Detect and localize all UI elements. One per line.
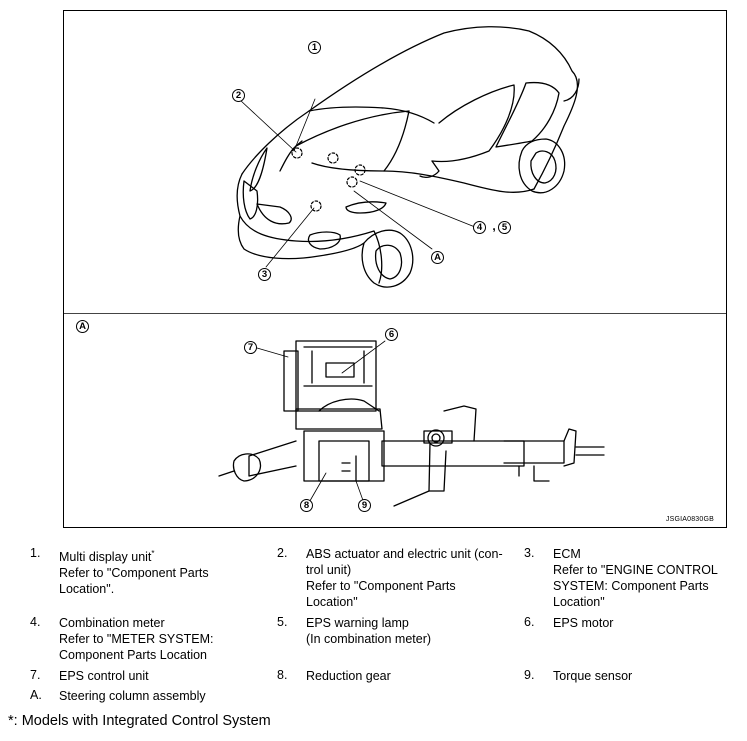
callout-comma: , <box>492 219 496 233</box>
callout-4: 4 <box>473 221 486 234</box>
legend-4-line-1: Combination meter <box>59 616 165 630</box>
legend-1-line-3: Location". <box>59 582 115 597</box>
callout-2: 2 <box>232 89 245 102</box>
legend-1-line-1: Multi display unit <box>59 550 152 565</box>
callout-a: A <box>431 251 444 264</box>
legend-item-5: EPS warning lamp (In combination meter) <box>306 615 431 647</box>
callout-6: 6 <box>385 328 398 341</box>
legend-num-8: 8. <box>277 668 288 682</box>
legend-num-6: 6. <box>524 615 535 629</box>
legend-2-line-1: ABS actuator and electric unit (con- <box>306 547 503 561</box>
figure-code: JSGIA0830GB <box>665 516 714 523</box>
callout-5: 5 <box>498 221 511 234</box>
legend-num-9: 9. <box>524 668 535 682</box>
legend-num-4: 4. <box>30 615 41 629</box>
car-illustration <box>236 26 580 288</box>
callout-1: 1 <box>308 41 321 54</box>
diagram-drawing <box>218 26 605 507</box>
legend-3-line-3: SYSTEM: Component Parts <box>553 579 709 593</box>
legend-2-line-3: Refer to "Component Parts <box>306 579 456 593</box>
legend-5-line-1: EPS warning lamp <box>306 616 409 630</box>
legend-5-line-2: (In combination meter) <box>306 632 432 646</box>
footnote: *: Models with Integrated Control System <box>8 713 271 729</box>
callout-8: 8 <box>300 499 313 512</box>
legend-3-line-2: Refer to "ENGINE CONTROL <box>553 563 718 577</box>
legend-num-7: 7. <box>30 668 41 682</box>
location-markers <box>291 147 366 212</box>
legend-item-7: EPS control unit <box>59 668 149 684</box>
legend-4-line-3: Component Parts Location <box>59 648 208 662</box>
legend-item-1: Multi display unit* Refer to "Component … <box>59 546 209 597</box>
legend-7-line-1: EPS control unit <box>59 669 149 683</box>
legend-8-line-1: Reduction gear <box>306 669 391 683</box>
leader-lines-car <box>239 98 481 268</box>
callout-9: 9 <box>358 499 371 512</box>
legend-4-line-2: Refer to "METER SYSTEM: <box>59 632 214 646</box>
diagram-figure: 1 2 3 4 , 5 A A 6 7 8 9 JSGIA0830GB <box>63 10 727 528</box>
legend-6-line-1: EPS motor <box>553 616 614 630</box>
legend-num-a: A. <box>30 688 42 702</box>
legend-num-1: 1. <box>30 546 41 560</box>
legend-3-line-1: ECM <box>553 547 581 561</box>
legend-9-line-1: Torque sensor <box>553 669 633 683</box>
legend-3-line-4: Location" <box>553 595 605 609</box>
callout-a-panel: A <box>76 320 89 333</box>
legend-item-4: Combination meter Refer to "METER SYSTEM… <box>59 615 213 663</box>
legend-num-5: 5. <box>277 615 288 629</box>
callout-7: 7 <box>244 341 257 354</box>
legend-num-2: 2. <box>277 546 288 560</box>
legend-item-8: Reduction gear <box>306 668 391 684</box>
legend-2-line-2: trol unit) <box>306 563 352 577</box>
legend-a-line-1: Steering column assembly <box>59 689 206 703</box>
steering-column-illustration <box>218 340 605 507</box>
legend-1-line-2: Refer to "Component Parts <box>59 566 209 581</box>
legend-item-3: ECM Refer to "ENGINE CONTROL SYSTEM: Com… <box>553 546 718 610</box>
legend-num-3: 3. <box>524 546 535 560</box>
callout-3: 3 <box>258 268 271 281</box>
legend-2-line-4: Location" <box>306 595 358 609</box>
legend-item-a: Steering column assembly <box>59 688 206 704</box>
legend-item-6: EPS motor <box>553 615 613 631</box>
legend-1-asterisk: * <box>151 549 155 558</box>
legend-item-9: Torque sensor <box>553 668 632 684</box>
legend-item-2: ABS actuator and electric unit (con- tro… <box>306 546 503 610</box>
figure-divider <box>64 313 726 314</box>
